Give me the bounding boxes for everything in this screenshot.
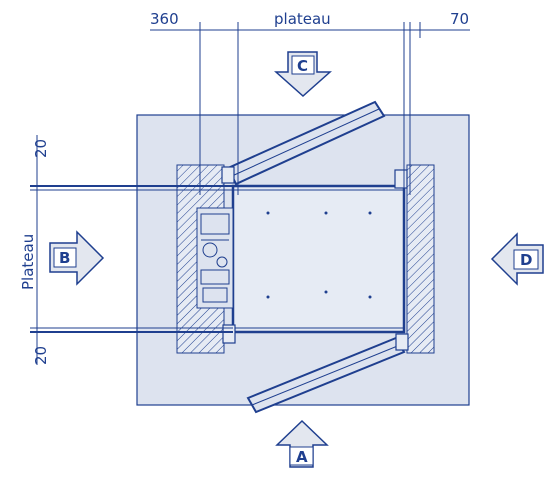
arrow-c-label: C: [297, 57, 308, 75]
left-dimension-line: [30, 135, 233, 365]
arrow-c-down: C: [274, 51, 332, 98]
top-dimension-line: [150, 22, 470, 195]
plateau-platform: [231, 184, 406, 334]
right-wall: [406, 164, 435, 354]
arrow-d-label: D: [520, 251, 532, 269]
bottom-ramp: [246, 333, 409, 414]
drive-mechanism: [196, 207, 234, 309]
arrow-a-up: A: [275, 419, 329, 468]
top-ramp: [221, 100, 386, 186]
arrow-a-label: A: [296, 448, 308, 466]
arrow-b-label: B: [59, 249, 70, 267]
dim-left-center: Plateau: [19, 234, 37, 290]
dim-top-left: 360: [150, 10, 179, 28]
arrow-b-right: B: [49, 230, 105, 286]
dim-top-center: plateau: [274, 10, 331, 28]
dim-left-bottom: 20: [32, 346, 50, 365]
dim-top-right: 70: [450, 10, 469, 28]
plateau-rivets: [266, 211, 372, 299]
arrow-d-left: D: [490, 232, 544, 286]
dim-left-top: 20: [32, 139, 50, 158]
